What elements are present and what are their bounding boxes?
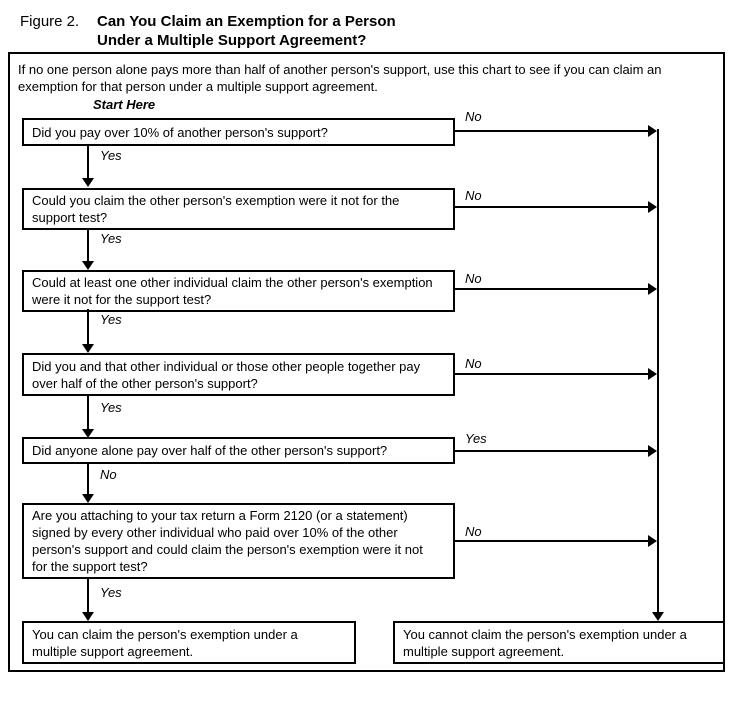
- question-box-3: Could at least one other individual clai…: [22, 270, 455, 312]
- right-arrow-line-5: [455, 450, 648, 452]
- right-arrowhead-3: [648, 283, 657, 295]
- intro-text: If no one person alone pays more than ha…: [18, 62, 662, 94]
- right-arrow-line-4: [455, 373, 648, 375]
- figure-title-line2: Under a Multiple Support Agreement?: [97, 32, 367, 49]
- right-label-5: Yes: [463, 431, 489, 446]
- right-arrowhead-1: [648, 125, 657, 137]
- right-arrowhead-2: [648, 201, 657, 213]
- down-label-3: Yes: [98, 312, 124, 327]
- question-box-6: Are you attaching to your tax return a F…: [22, 503, 455, 579]
- down-arrowhead-3: [82, 344, 94, 353]
- question-box-5: Did anyone alone pay over half of the ot…: [22, 437, 455, 464]
- down-label-5: No: [98, 467, 119, 482]
- down-label-2: Yes: [98, 231, 124, 246]
- down-arrow-line-1: [87, 146, 89, 178]
- right-label-4: No: [463, 356, 484, 371]
- down-label-6: Yes: [98, 585, 124, 600]
- right-arrow-line-1: [455, 130, 648, 132]
- figure-title-line1: Can You Claim an Exemption for a Person: [97, 13, 396, 30]
- result-box-cannot-claim: You cannot claim the person's exemption …: [393, 621, 725, 664]
- collector-arrowhead: [652, 612, 664, 621]
- start-here-label: Start Here: [93, 97, 156, 112]
- right-arrowhead-4: [648, 368, 657, 380]
- down-arrowhead-6: [82, 612, 94, 621]
- down-label-1: Yes: [98, 148, 124, 163]
- down-arrowhead-2: [82, 261, 94, 270]
- down-arrowhead-1: [82, 178, 94, 187]
- right-label-3: No: [463, 271, 484, 286]
- figure-title: Can You Claim an Exemption for a Person …: [97, 12, 457, 50]
- question-box-1: Did you pay over 10% of another person's…: [22, 118, 455, 146]
- down-arrow-line-4: [87, 396, 89, 429]
- right-arrow-line-3: [455, 288, 648, 290]
- chart-border: [8, 52, 725, 672]
- question-box-2: Could you claim the other person's exemp…: [22, 188, 455, 230]
- down-arrowhead-4: [82, 429, 94, 438]
- down-label-4: Yes: [98, 400, 124, 415]
- right-arrowhead-6: [648, 535, 657, 547]
- right-arrowhead-5: [648, 445, 657, 457]
- right-label-1: No: [463, 109, 484, 124]
- down-arrow-line-3: [87, 309, 89, 344]
- right-arrow-line-2: [455, 206, 648, 208]
- right-label-6: No: [463, 524, 484, 539]
- result-box-can-claim: You can claim the person's exemption und…: [22, 621, 356, 664]
- question-box-4: Did you and that other individual or tho…: [22, 353, 455, 396]
- down-arrow-line-2: [87, 229, 89, 261]
- right-label-2: No: [463, 188, 484, 203]
- down-arrow-line-6: [87, 579, 89, 612]
- down-arrow-line-5: [87, 464, 89, 494]
- right-arrow-line-6: [455, 540, 648, 542]
- collector-line: [657, 129, 659, 612]
- figure-number-label: Figure 2.: [20, 13, 80, 30]
- down-arrowhead-5: [82, 494, 94, 503]
